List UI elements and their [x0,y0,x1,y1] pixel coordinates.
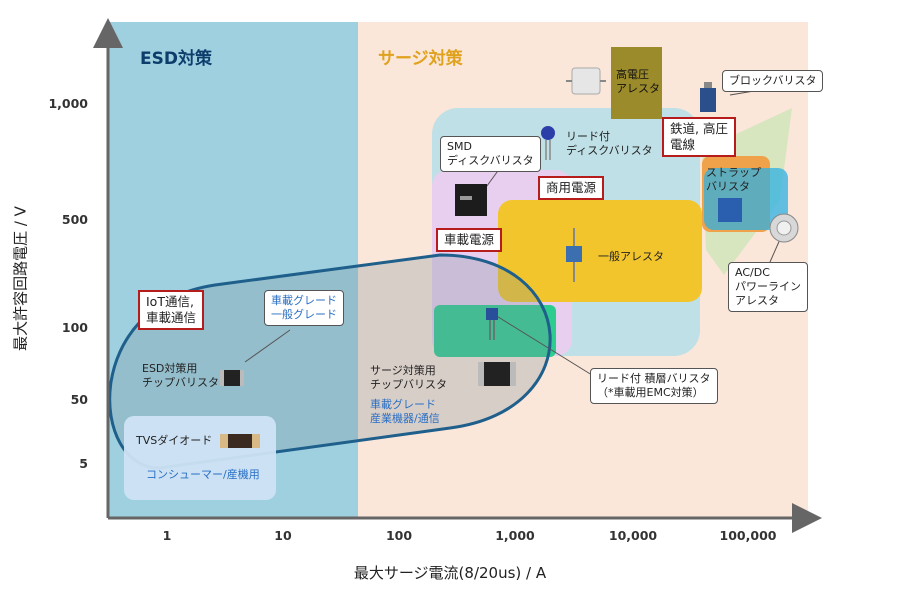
surge-chip-use-label: 車載グレード 産業機器/通信 [370,398,440,425]
automotive-power-label: 車載電源 [436,228,503,252]
smd-disk-varistor-icon [455,184,487,216]
x-tick-label: 10 [274,528,292,543]
tvs-region [124,416,276,500]
iot-automotive-comm-label: IoT通信, 車載通信 [138,290,205,330]
block-varistor-icon [700,82,716,112]
laminated-varistor-region [434,305,556,357]
x-tick-label: 100,000 [719,528,777,543]
x-tick-label: 100 [385,528,413,543]
y-tick-label: 5 [79,456,88,471]
y-tick-label: 500 [61,212,88,227]
y-tick-label: 100 [61,320,88,335]
tvs-diode-icon [220,434,260,448]
commercial-power-label: 商用電源 [538,176,605,200]
tvs-use-label: コンシューマー/産機用 [146,468,260,481]
lead-laminated-varistor-label: リード付 積層バリスタ （*車載用EMC対策） [590,368,718,404]
general-arrester-label: 一般アレスタ [598,250,664,263]
hv-arrester-label: 高電圧 アレスタ [616,68,660,95]
x-tick-label: 10,000 [608,528,658,543]
surge-heading: サージ対策 [378,49,463,69]
grade-callout: 車載グレード 一般グレード [264,290,344,326]
esd-chip-varistor-label: ESD対策用 チップバリスタ [142,362,219,389]
hv-arrester-icon [566,67,606,95]
smd-disk-varistor-label: SMD ディスクバリスタ [440,136,541,172]
lead-disk-varistor-label: リード付 ディスクバリスタ [566,130,653,157]
strap-varistor-label: ストラップ バリスタ [706,166,761,193]
lead-laminated-varistor-icon [486,308,498,340]
x-axis-title: 最大サージ電流(8/20us) / A [353,564,547,582]
x-tick-label: 1 [162,528,172,543]
y-tick-label: 1,000 [48,96,88,111]
chip-varistor-envelope [108,253,552,470]
general-arrester-region [498,200,702,302]
y-axis-title: 最大許容回路電圧 / V [11,206,30,351]
block-varistor-label: ブロックバリスタ [722,70,824,92]
esd-heading: ESD対策 [140,49,212,69]
acdc-arrester-icon [769,213,799,243]
general-arrester-icon [566,228,582,282]
surge-chip-varistor-icon [478,362,516,386]
x-tick-label: 1,000 [495,528,535,543]
lead-disk-varistor-icon [541,126,555,160]
rail-hv-label: 鉄道, 高圧 電線 [662,117,736,157]
callout-grade-line [244,329,291,363]
strap-varistor-icon [718,198,742,222]
tvs-diode-label: TVSダイオード [136,434,213,447]
acdc-arrester-label: AC/DC パワーライン アレスタ [728,262,808,312]
chip-varistor-icon [220,370,244,386]
y-tick-label: 50 [70,392,88,407]
hv-arrester-box [611,47,662,119]
surge-chip-varistor-label: サージ対策用 チップバリスタ [370,364,447,391]
callout-laminated-line [494,314,601,381]
